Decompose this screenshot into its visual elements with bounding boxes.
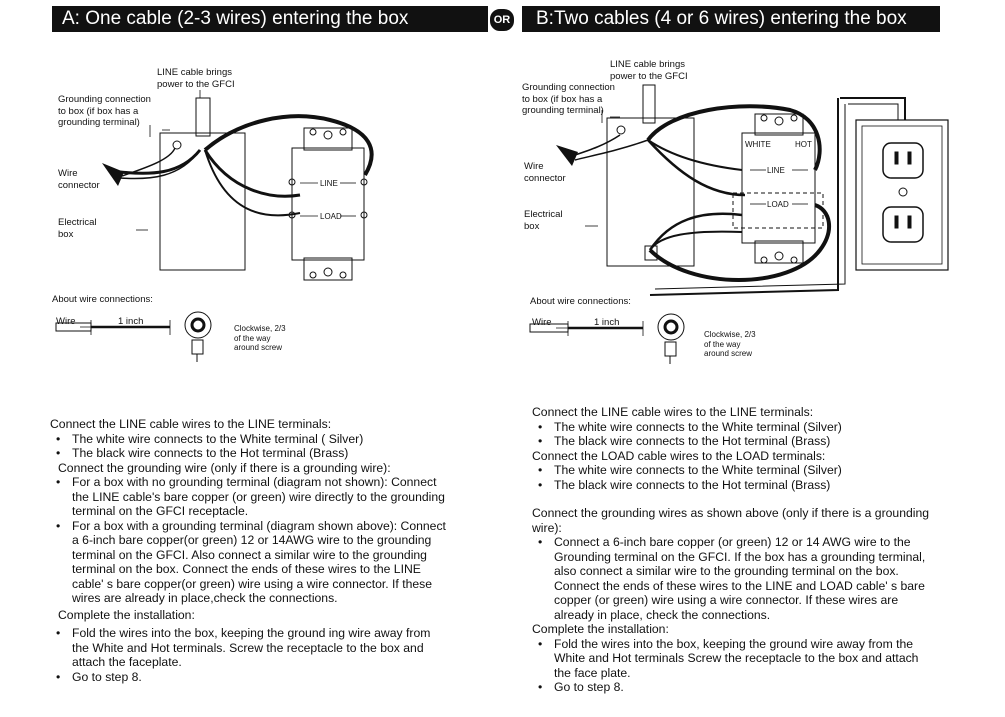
cable-b	[642, 84, 656, 124]
list-item: For a box with a grounding terminal (dia…	[50, 519, 448, 606]
section-a-title: A: One cable (2-3 wires) entering the bo…	[52, 6, 488, 32]
section-b-title: B:Two cables (4 or 6 wires) entering the…	[522, 6, 940, 32]
inch-label-a: 1 inch	[118, 316, 144, 327]
instruction-heading: Connect the LINE cable wires to the LINE…	[532, 405, 814, 419]
gfci-receptacle-b	[741, 132, 816, 244]
line-cable-label-b: LINE cable brings power to the GFCI	[610, 59, 688, 82]
line-terminal-label-b: LINE	[767, 166, 785, 175]
list-item: The black wire connects to the Hot termi…	[532, 478, 932, 493]
about-wire-label-a: About wire connections:	[52, 294, 153, 305]
list-item: Fold the wires into the box, keeping the…	[50, 626, 448, 670]
list-item: Go to step 8.	[532, 680, 932, 695]
grounding-label-a: Grounding connection to box (if box has …	[58, 94, 151, 128]
gfci-receptacle-a	[291, 147, 365, 261]
cable-a	[195, 97, 211, 137]
list-item: The white wire connects to the White ter…	[50, 432, 448, 447]
instructions-a: Connect the LINE cable wires to the LINE…	[50, 417, 448, 684]
instruction-heading: Complete the installation:	[532, 622, 669, 636]
wire-connector-b	[556, 145, 578, 166]
list-item: Go to step 8.	[50, 670, 448, 685]
wire-connector-a	[102, 163, 124, 186]
or-badge: OR	[489, 8, 515, 32]
wire-label-b: Wire	[532, 317, 552, 328]
wire-label-a: Wire	[56, 316, 76, 327]
instruction-heading: Complete the installation:	[58, 607, 195, 622]
about-wire-label-b: About wire connections:	[530, 296, 631, 307]
list-item: The black wire connects to the Hot termi…	[50, 446, 448, 461]
instruction-heading: Connect the LOAD cable wires to the LOAD…	[532, 448, 826, 463]
white-terminal-label-b: WHITE	[745, 140, 771, 149]
instructions-b: Connect the LINE cable wires to the LINE…	[532, 405, 932, 695]
wire-connector-label-a: Wire connector	[58, 168, 100, 191]
list-item: Fold the wires into the box, keeping the…	[532, 637, 932, 681]
instruction-heading: Connect the grounding wire (only if ther…	[58, 460, 391, 475]
instruction-heading: Connect the LINE cable wires to the LINE…	[50, 417, 332, 431]
list-item: The white wire connects to the White ter…	[532, 463, 932, 478]
grounding-label-b: Grounding connection to box (if box has …	[522, 82, 615, 116]
list-item: Connect a 6-inch bare copper (or green) …	[532, 535, 932, 622]
wire-connector-label-b: Wire connector	[524, 161, 566, 184]
electrical-box-label-a: Electrical box	[58, 217, 97, 240]
instruction-heading: Connect the grounding wires as shown abo…	[532, 506, 930, 535]
diagram-a	[55, 90, 374, 362]
hot-terminal-label-b: HOT	[795, 140, 812, 149]
list-item: The black wire connects to the Hot termi…	[532, 434, 932, 449]
clockwise-label-b: Clockwise, 2/3 of the way around screw	[704, 330, 756, 358]
electrical-box-b	[606, 117, 695, 267]
load-terminal-label-a: LOAD	[320, 212, 342, 221]
line-terminal-label-a: LINE	[320, 179, 338, 188]
inch-label-b: 1 inch	[594, 317, 620, 328]
clockwise-label-a: Clockwise, 2/3 of the way around screw	[234, 324, 286, 352]
load-terminal-label-b: LOAD	[767, 200, 789, 209]
line-cable-label-a: LINE cable brings power to the GFCI	[157, 67, 235, 90]
electrical-box-label-b: Electrical box	[524, 209, 563, 232]
list-item: For a box with no grounding terminal (di…	[50, 475, 448, 519]
diagram-b	[529, 84, 949, 364]
electrical-box-a	[159, 132, 246, 271]
downstream-outlet	[855, 119, 949, 271]
list-item: The white wire connects to the White ter…	[532, 420, 932, 435]
